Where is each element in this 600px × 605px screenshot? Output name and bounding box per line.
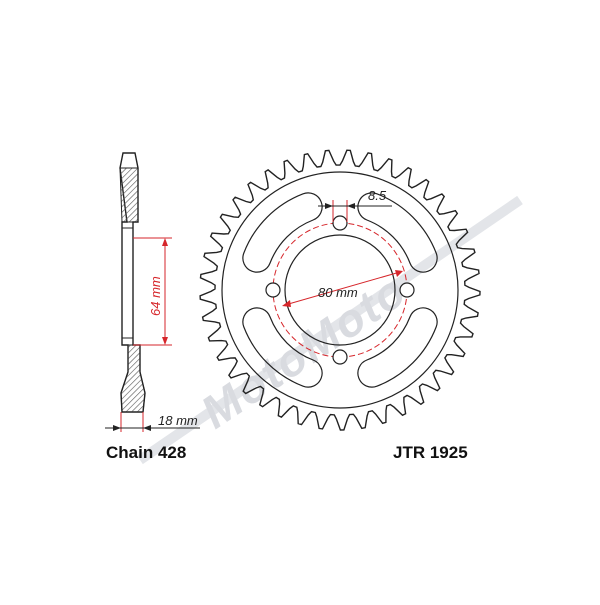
lightening-window <box>357 192 438 273</box>
pcd-dim-line <box>284 271 401 306</box>
lightening-window <box>242 307 323 388</box>
bolt-hole <box>399 282 415 298</box>
bolt-hole <box>332 349 348 365</box>
profile-hatch-upper <box>119 167 139 223</box>
bolt-hole <box>332 215 348 231</box>
watermark-text: MotoMoto <box>192 263 416 438</box>
bolt-holes <box>265 215 415 365</box>
lightening-windows <box>242 192 438 388</box>
width-dim-label: 64 mm <box>148 276 163 316</box>
pcd-dim-label: 80 mm <box>318 285 358 300</box>
pcd-arrow-right <box>395 270 403 277</box>
width-arrow-bottom <box>162 337 168 345</box>
lightening-window <box>357 307 438 388</box>
pcd-arrow-left <box>282 300 291 307</box>
sprocket-teeth-outline <box>199 149 481 431</box>
hole-arrow-right <box>347 203 355 209</box>
sprocket-front-view: 80 mm 8.5 <box>199 149 481 431</box>
hole-dim-label: 8.5 <box>368 188 387 203</box>
hole-arrow-left <box>325 203 333 209</box>
offset-arrow-left <box>113 425 121 431</box>
bolt-hole <box>265 282 281 298</box>
offset-arrow-right <box>143 425 151 431</box>
lightening-window <box>242 192 323 273</box>
profile-hatch-lower <box>120 344 146 413</box>
center-bore <box>284 234 396 346</box>
offset-dim-label: 18 mm <box>158 413 198 428</box>
profile-hub <box>121 227 134 339</box>
sprocket-root-circle <box>221 171 459 409</box>
chain-label: Chain 428 <box>106 443 186 462</box>
width-arrow-top <box>162 238 168 246</box>
side-profile: 64 mm 18 mm <box>105 152 200 432</box>
part-number: JTR 1925 <box>393 443 468 462</box>
